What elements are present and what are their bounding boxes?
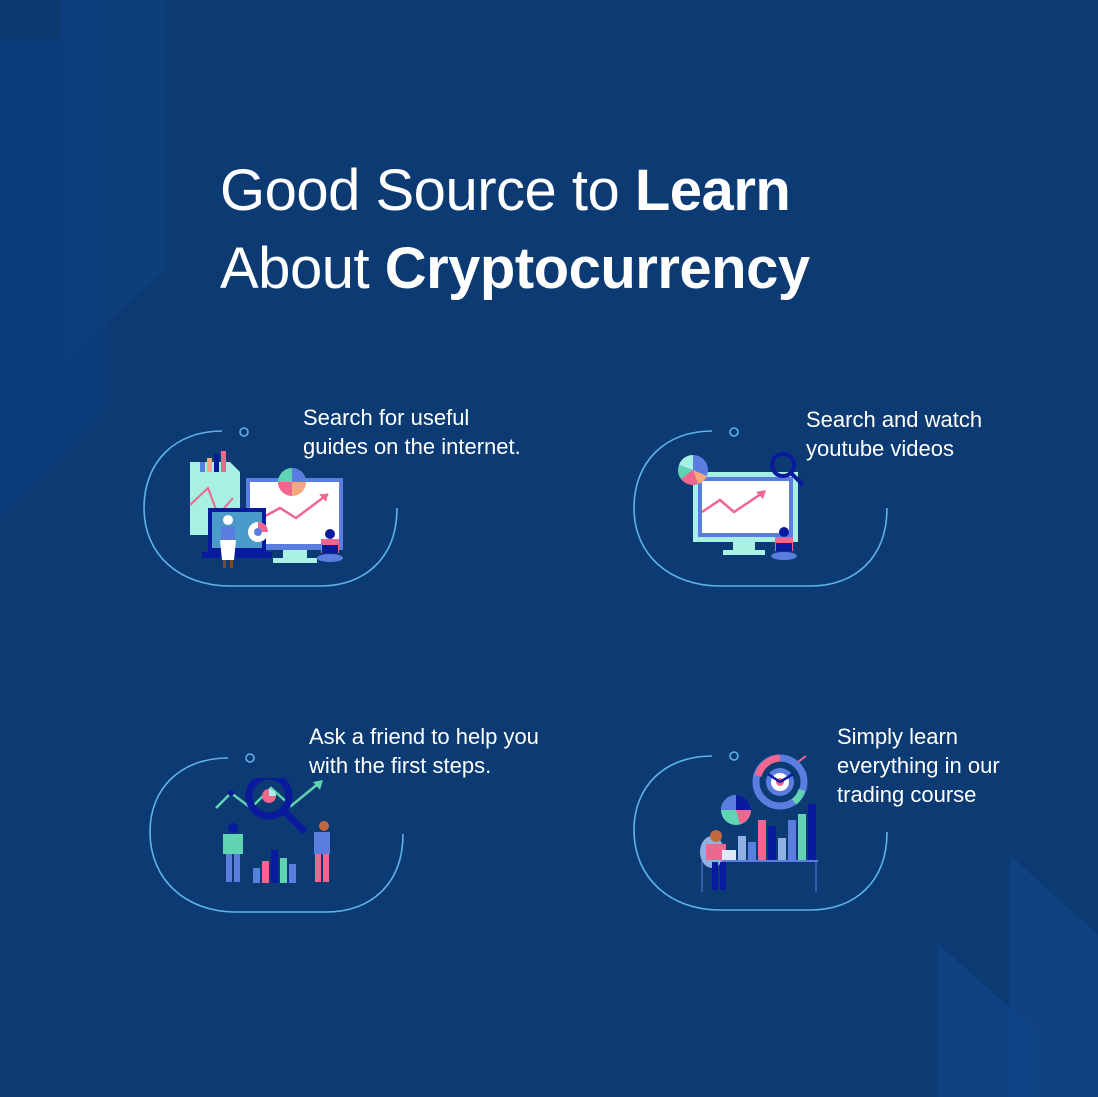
card-text-line: guides on the internet. bbox=[303, 434, 521, 459]
card-ask-friend: Ask a friend to help you with the first … bbox=[146, 720, 586, 920]
card-youtube-videos: Search and watch youtube videos bbox=[630, 400, 1070, 600]
dashboard-monitor-laptop-icon bbox=[189, 451, 343, 568]
title-bold-2: Cryptocurrency bbox=[384, 236, 810, 301]
card-text: Search for useful guides on the internet… bbox=[303, 403, 521, 461]
card-text-line: Search and watch bbox=[806, 407, 983, 432]
page-title: Good Source to Learn About Cryptocurrenc… bbox=[220, 152, 810, 308]
card-internet-guides: Search for useful guides on the internet… bbox=[140, 400, 580, 600]
card-frame bbox=[633, 427, 888, 587]
title-line-1: Good Source to Learn bbox=[220, 152, 810, 230]
card-text: Search and watch youtube videos bbox=[806, 405, 982, 463]
card-text-line: with the first steps. bbox=[309, 753, 492, 778]
title-light-1: Good Source to bbox=[220, 158, 635, 223]
card-text: Simply learn everything in our trading c… bbox=[837, 722, 1000, 809]
card-frame bbox=[633, 751, 888, 911]
title-line-2: About Cryptocurrency bbox=[220, 230, 810, 308]
monitor-magnifier-icon bbox=[678, 452, 805, 560]
title-bold-1: Learn bbox=[634, 158, 791, 223]
card-text-line: everything in our bbox=[837, 753, 1000, 778]
card-frame bbox=[149, 753, 404, 913]
card-text-line: Ask a friend to help you bbox=[309, 724, 539, 749]
card-frame bbox=[143, 427, 398, 587]
target-bar-chart-icon bbox=[700, 754, 818, 892]
card-text: Ask a friend to help you with the first … bbox=[309, 722, 539, 780]
card-trading-course: Simply learn everything in our trading c… bbox=[630, 720, 1070, 920]
people-magnifier-chart-icon bbox=[215, 778, 330, 883]
card-text-line: trading course bbox=[837, 782, 977, 807]
title-light-2: About bbox=[220, 236, 385, 301]
card-text-line: Simply learn bbox=[837, 724, 959, 749]
card-text-line: Search for useful bbox=[303, 405, 470, 430]
card-text-line: youtube videos bbox=[806, 436, 954, 461]
